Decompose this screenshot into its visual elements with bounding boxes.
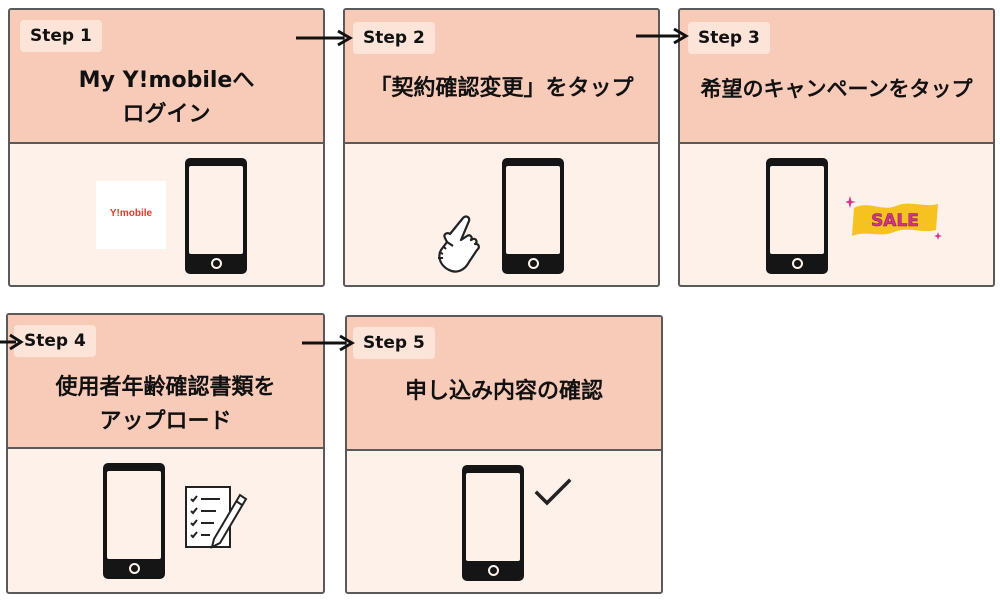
step-title-5: 申し込み内容の確認 [404, 379, 603, 404]
smartphone-icon [103, 463, 165, 579]
step-title-2: 「契約確認変更」をタップ [369, 76, 634, 101]
arrow-right-icon [0, 333, 24, 351]
step-badge-4: Step 4 [14, 325, 96, 357]
step-title-4: 使用者年齢確認書類を アップロード [55, 375, 276, 434]
smartphone-icon [185, 158, 247, 274]
document-pen-icon [185, 486, 248, 549]
step-badge-5: Step 5 [353, 327, 435, 359]
step-card-3: Step 3 希望のキャンペーンをタップ SALE [678, 8, 995, 287]
checkmark-icon [534, 478, 572, 506]
arrow-right-icon [302, 334, 355, 352]
step-card-2: Step 2 「契約確認変更」をタップ [343, 8, 660, 287]
sale-banner-icon: SALE [846, 196, 942, 240]
pointing-hand-icon [438, 215, 480, 273]
step-card-5: Step 5 申し込み内容の確認 [345, 315, 663, 594]
step-title-1: My Y!mobileへ ログイン [78, 68, 255, 127]
step-badge-3: Step 3 [688, 22, 770, 54]
ymobile-logo-text: Y!mobile [109, 208, 153, 219]
smartphone-icon [462, 465, 524, 581]
smartphone-icon [766, 158, 828, 274]
step-title-3: 希望のキャンペーンをタップ [700, 77, 973, 101]
step-card-4: Step 4 使用者年齢確認書類を アップロード [6, 313, 325, 594]
step-badge-2: Step 2 [353, 22, 435, 54]
smartphone-icon [502, 158, 564, 274]
step-card-1: Step 1 My Y!mobileへ ログイン Y!mobile [8, 8, 325, 287]
ymobile-logo: Y!mobile [96, 181, 166, 249]
step-badge-1: Step 1 [20, 20, 102, 52]
sale-text: SALE [871, 211, 919, 231]
arrow-right-icon [636, 27, 689, 45]
arrow-right-icon [296, 29, 353, 47]
